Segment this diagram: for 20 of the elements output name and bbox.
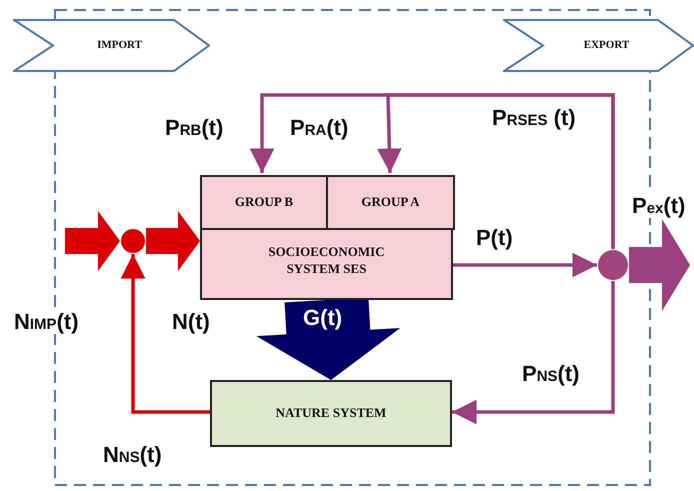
- group-box: [326, 175, 455, 230]
- node-label: SOCIOECONOMIC SYSTEM SES: [267, 244, 386, 278]
- node-label: IMPORT: [97, 38, 142, 53]
- node-label: GROUP B: [234, 194, 294, 211]
- connector-arrow: [377, 93, 615, 249]
- node-label: NATURE SYSTEM: [276, 405, 386, 422]
- system-box: [200, 175, 453, 300]
- block-arrow: [146, 211, 200, 271]
- edge-label: G(t): [302, 306, 344, 330]
- block-arrow: [629, 219, 690, 311]
- node-label: GROUP A: [361, 194, 420, 211]
- connector-arrow: [453, 252, 597, 278]
- edge-label: P(t): [474, 226, 515, 250]
- block-arrow: [256, 298, 400, 380]
- connector-arrow: [120, 254, 210, 414]
- system-box: [210, 380, 452, 447]
- node-label: EXPORT: [584, 38, 630, 53]
- block-arrow: [65, 211, 120, 271]
- connector-arrow: [452, 281, 615, 424]
- edge-label: N(t): [170, 310, 212, 334]
